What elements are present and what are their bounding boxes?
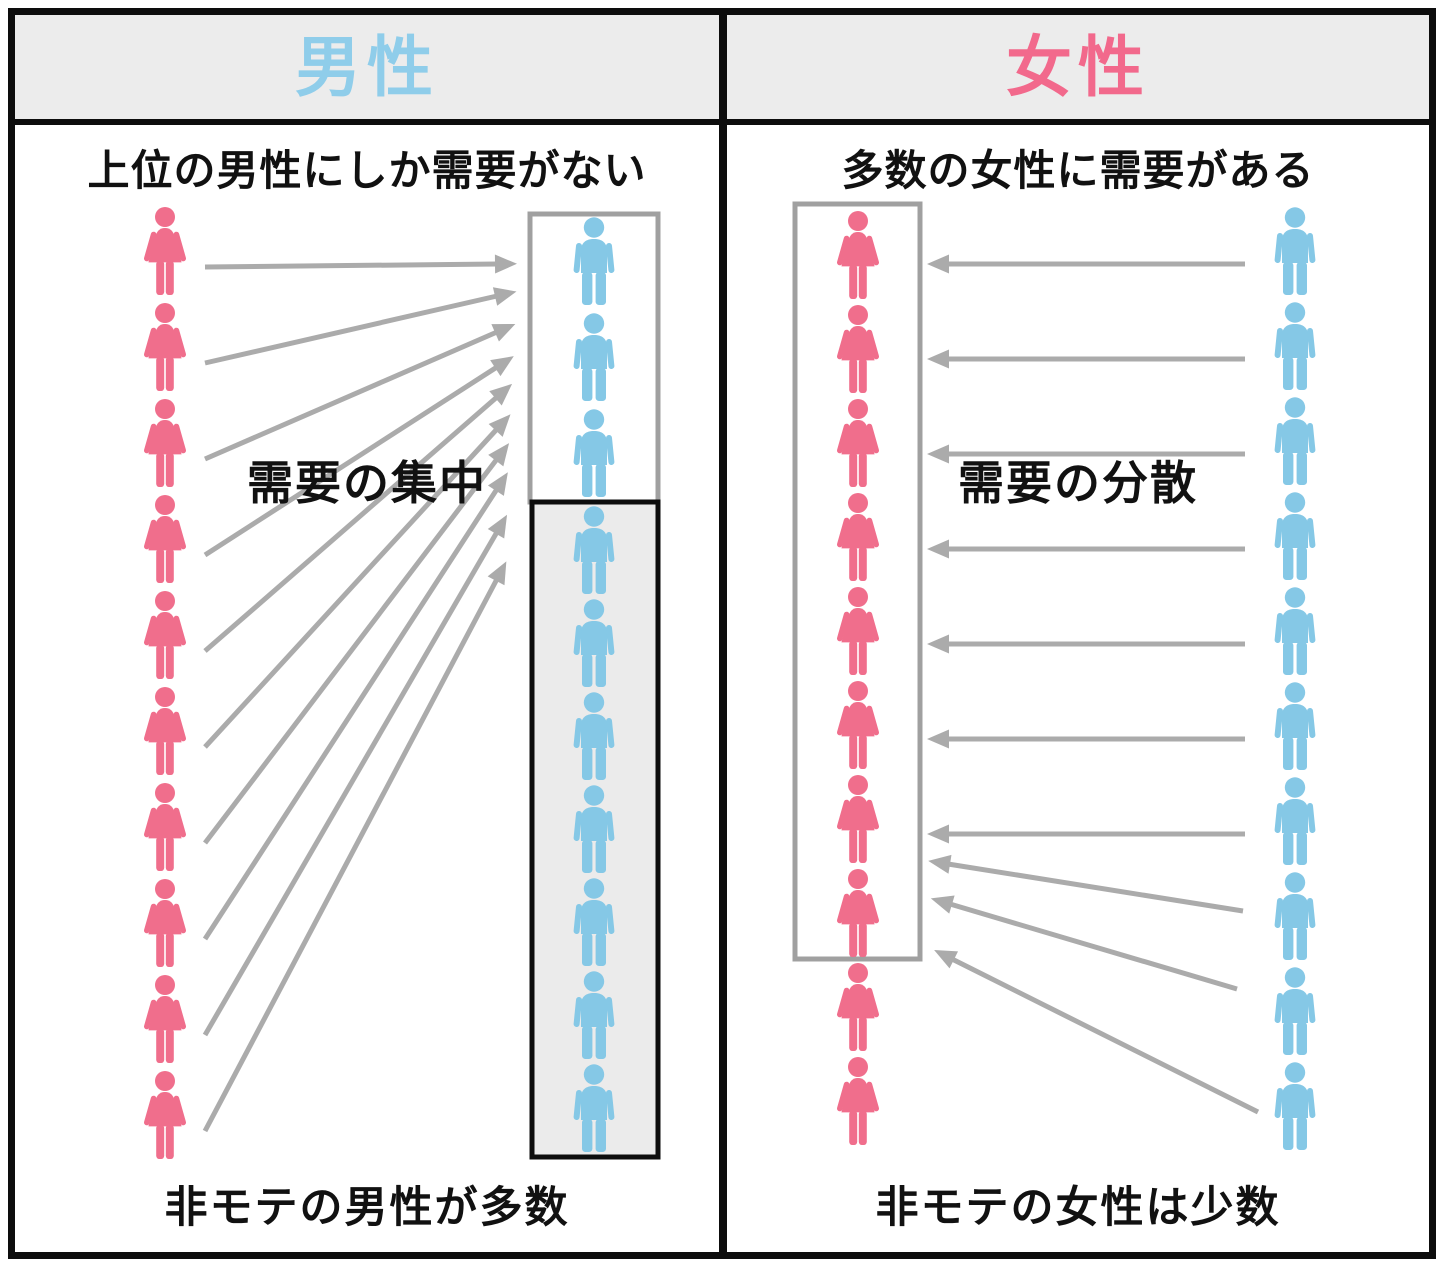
man-icon [1274, 397, 1316, 485]
female-diagram-layer [792, 201, 1316, 1150]
demand-arrow-head [927, 729, 949, 749]
demand-arrow-head [487, 514, 508, 539]
demand-arrow-head [488, 443, 510, 467]
demand-arrow [949, 901, 1238, 992]
demand-arrow-head [487, 561, 507, 586]
demand-arrow-head [927, 444, 949, 464]
man-icon [573, 599, 615, 687]
demand-arrow-head [927, 254, 949, 274]
diagram-frame: 男性 女性 上位の男性にしか需要がない 需要の集中 非モテの男性が多数 多数の女… [8, 8, 1436, 1259]
demand-arrow [203, 395, 499, 653]
demand-arrow-head [927, 349, 949, 369]
demand-arrow-head [930, 895, 955, 914]
demand-arrow [204, 261, 498, 270]
man-icon [573, 409, 615, 497]
woman-icon [837, 305, 880, 393]
demand-arrow-head [492, 287, 517, 306]
male-header-cell: 男性 [15, 15, 719, 119]
demand-arrow-head [487, 472, 508, 496]
man-icon [1274, 682, 1316, 770]
demand-arrow-head [928, 854, 952, 874]
demand-arrow-head [927, 634, 949, 654]
demand-arrow-head [489, 383, 513, 406]
man-icon [1274, 967, 1316, 1055]
demand-arrow [203, 364, 499, 558]
female-caption: 非モテの女性は少数 [875, 1184, 1281, 1232]
man-icon [1274, 872, 1316, 960]
header-row: 男性 女性 [15, 15, 1429, 125]
woman-icon [837, 1057, 880, 1145]
demand-arrow-head [491, 324, 516, 342]
woman-icon [144, 591, 187, 679]
demand-arrow-head [934, 950, 959, 969]
man-icon [573, 506, 615, 594]
demand-arrow [202, 530, 500, 1037]
man-icon [1274, 492, 1316, 580]
man-icon [573, 971, 615, 1059]
male-caption: 非モテの男性が多数 [164, 1184, 570, 1232]
woman-icon [144, 879, 187, 967]
female-subtitle: 多数の女性に需要がある [841, 147, 1315, 194]
man-icon [573, 313, 615, 401]
male-subtitle: 上位の男性にしか需要がない [87, 147, 647, 194]
demand-arrow [203, 427, 499, 749]
demand-arrow [203, 457, 499, 845]
demand-arrow [202, 487, 500, 941]
woman-icon [837, 963, 880, 1051]
woman-icon [144, 207, 187, 295]
woman-icon [837, 587, 880, 675]
diagram-body: 上位の男性にしか需要がない 需要の集中 非モテの男性が多数 多数の女性に需要があ… [15, 125, 1429, 1252]
woman-icon [837, 493, 880, 581]
woman-icon [837, 869, 880, 957]
man-icon [573, 217, 615, 305]
demand-arrow [202, 577, 500, 1133]
male-panel: 上位の男性にしか需要がない 需要の集中 非モテの男性が多数 [15, 125, 719, 1252]
man-icon [573, 785, 615, 873]
man-icon [573, 692, 615, 780]
man-icon [1274, 302, 1316, 390]
demand-arrow-head [488, 414, 511, 437]
female-title: 女性 [1006, 30, 1150, 104]
demand-arrow-head [927, 824, 949, 844]
man-icon [1274, 587, 1316, 675]
woman-icon [144, 399, 187, 487]
woman-icon [144, 975, 187, 1063]
woman-icon [837, 399, 880, 487]
woman-icon [144, 303, 187, 391]
female-center-label: 需要の分散 [958, 457, 1198, 509]
woman-icon [144, 687, 187, 775]
woman-icon [837, 775, 880, 863]
man-icon [1274, 207, 1316, 295]
man-icon [1274, 1062, 1316, 1150]
demand-arrow [947, 861, 1244, 914]
woman-icon [837, 681, 880, 769]
woman-icon [144, 1071, 187, 1159]
male-title: 男性 [295, 30, 439, 104]
female-header-cell: 女性 [727, 15, 1429, 119]
demand-arrow-head [494, 254, 517, 274]
column-divider [719, 125, 727, 1252]
male-center-label: 需要の集中 [247, 457, 487, 509]
woman-icon [837, 211, 880, 299]
man-icon [1274, 777, 1316, 865]
man-icon [573, 878, 615, 966]
woman-icon [144, 495, 187, 583]
column-divider [719, 15, 727, 119]
woman-icon [144, 783, 187, 871]
demand-arrow-head [927, 539, 949, 559]
female-panel: 多数の女性に需要がある 需要の分散 非モテの女性は少数 [727, 125, 1429, 1252]
demand-arrow [950, 956, 1260, 1115]
demand-arrow [204, 293, 498, 366]
demand-arrow [204, 329, 498, 462]
male-diagram-layer [144, 207, 661, 1160]
demand-arrow-head [490, 356, 514, 377]
man-icon [573, 1064, 615, 1152]
